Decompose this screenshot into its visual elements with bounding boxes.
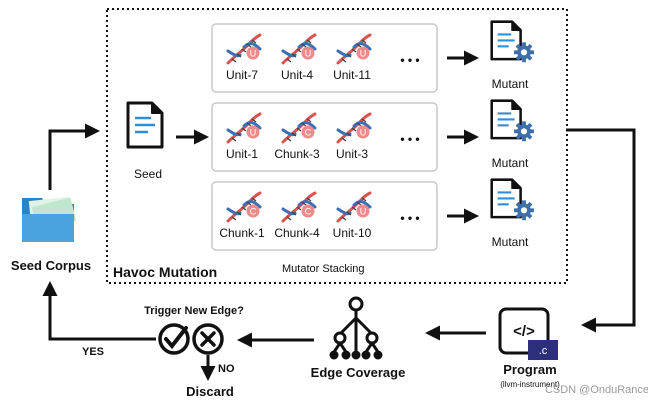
- mutator-badge-letter: U: [360, 207, 367, 217]
- dna-unit: U Unit-7: [226, 33, 262, 82]
- program-terminal-icon: </> .c: [498, 307, 558, 360]
- edge-coverage-label: Edge Coverage: [311, 365, 406, 380]
- mutator-stacking-label: Mutator Stacking: [282, 263, 365, 275]
- dna-unit: U Unit-10: [333, 191, 372, 240]
- mutator-badge: [356, 125, 370, 139]
- mutant-label: Mutant: [492, 77, 529, 91]
- arrow-corpus-to-havoc: [48, 123, 100, 190]
- mutator-unit-label: Unit-11: [333, 68, 371, 82]
- mutator-badge: [356, 204, 370, 218]
- code-glyph: </>: [513, 323, 535, 340]
- mutator-unit-label: Chunk-1: [219, 226, 265, 240]
- x-circle-icon: [192, 323, 224, 355]
- mutator-row-box: [211, 102, 438, 172]
- mutator-unit-label: Unit-7: [226, 68, 258, 82]
- mutator-badge: [301, 125, 315, 139]
- check-circle-icon: [158, 323, 190, 355]
- dna-unit: U Unit-11: [333, 33, 372, 82]
- mutator-row-box: [211, 181, 438, 251]
- gear-icon: [514, 42, 534, 63]
- mutator-badge: [246, 204, 260, 218]
- mutator-badge-letter: C: [305, 128, 312, 138]
- mutator-badge-letter: U: [360, 49, 367, 59]
- mutator-row-box: [211, 23, 438, 93]
- mutant-document-icon: [490, 99, 534, 142]
- mutator-unit-label: Unit-3: [336, 147, 368, 161]
- mutator-row: U Unit-7 U Unit-4 U Unit-11 • • • Mutant: [211, 20, 534, 93]
- mutant-document-icon: [490, 20, 534, 63]
- havoc-mutation-title: Havoc Mutation: [113, 264, 217, 280]
- folder-icon: [22, 196, 77, 242]
- mutator-unit-label: Unit-10: [333, 226, 372, 240]
- ellipsis: • • •: [400, 53, 419, 67]
- edge-coverage-tree-icon: [329, 296, 383, 360]
- no-label: NO: [218, 363, 235, 375]
- mutator-badge-letter: U: [360, 128, 367, 138]
- gear-icon: [514, 200, 534, 221]
- mutator-badge: [246, 46, 260, 60]
- seed-document-icon: [126, 101, 164, 149]
- dna-unit: C Chunk-1: [219, 191, 265, 240]
- mutator-badge-letter: C: [305, 207, 312, 217]
- dna-unit: U Unit-1: [226, 112, 262, 161]
- mutator-unit-label: Unit-1: [226, 147, 258, 161]
- arrow-yes-to-corpus: [42, 281, 156, 341]
- program-label: Program: [503, 362, 556, 377]
- mutator-badge: [246, 125, 260, 139]
- mutator-row: C Chunk-1 C Chunk-4 U Unit-10 • • • Mutant: [211, 178, 534, 251]
- mutator-unit-label: Chunk-4: [274, 226, 320, 240]
- ellipsis: • • •: [400, 211, 419, 225]
- mutator-badge-letter: U: [305, 49, 312, 59]
- mutator-row: U Unit-1 C Chunk-3 U Unit-3 • • • Mutant: [211, 99, 534, 172]
- seed-corpus-label: Seed Corpus: [11, 258, 91, 273]
- mutator-badge-letter: C: [250, 207, 257, 217]
- mutant-label: Mutant: [492, 235, 529, 249]
- discard-label: Discard: [186, 384, 234, 399]
- mutator-unit-label: Unit-4: [281, 68, 313, 82]
- mutator-unit-label: Chunk-3: [274, 147, 320, 161]
- dna-unit: U Unit-3: [336, 112, 372, 161]
- mutator-badge: [301, 204, 315, 218]
- mutator-badge: [356, 46, 370, 60]
- gear-icon: [514, 121, 534, 142]
- mutator-badge-letter: U: [250, 49, 257, 59]
- trigger-question-label: Trigger New Edge?: [144, 305, 244, 317]
- yes-label: YES: [82, 346, 104, 358]
- mutant-label: Mutant: [492, 156, 529, 170]
- watermark: CSDN @OnduRance: [545, 384, 648, 396]
- mutator-badge: [301, 46, 315, 60]
- dna-unit: U Unit-4: [281, 33, 317, 82]
- arrow-to-program: [566, 128, 636, 333]
- c-file-ext: .c: [539, 345, 548, 357]
- program-sublabel: (llvm-instrument): [500, 380, 560, 389]
- dna-unit: C Chunk-3: [274, 112, 320, 161]
- havoc-mutation-box: [106, 8, 568, 284]
- mutant-document-icon: [490, 178, 534, 221]
- ellipsis: • • •: [400, 132, 419, 146]
- mutator-badge-letter: U: [250, 128, 257, 138]
- dna-unit: C Chunk-4: [274, 191, 320, 240]
- seed-label: Seed: [134, 167, 162, 181]
